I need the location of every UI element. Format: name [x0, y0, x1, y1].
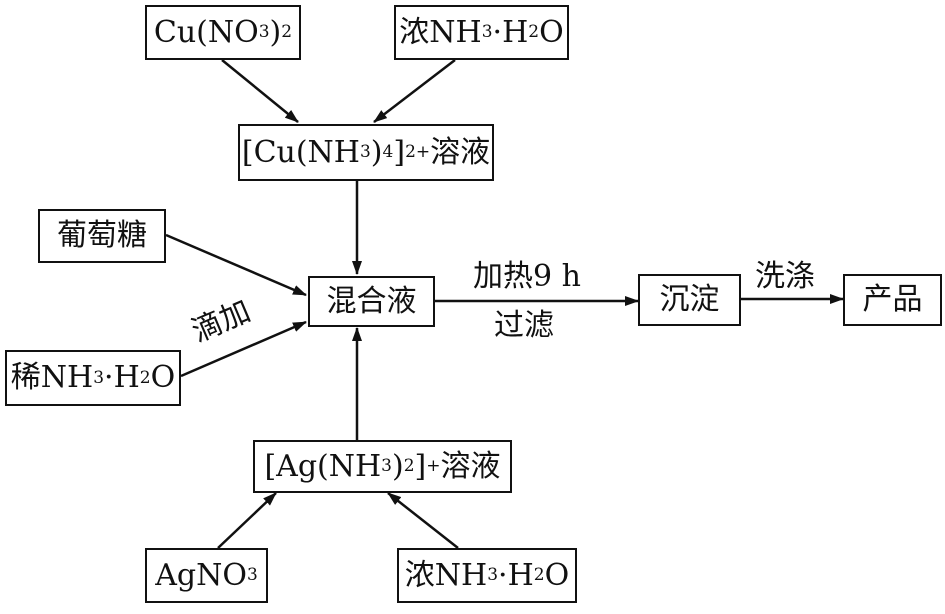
- node-text: ·H: [104, 360, 140, 395]
- node-text: 溶液: [440, 448, 501, 484]
- node-subscript: 3: [359, 142, 371, 162]
- node-text: O: [539, 14, 564, 50]
- node-text: 产品: [862, 282, 923, 317]
- node-mixture: 混合液: [308, 276, 435, 327]
- node-subscript: 3: [246, 565, 258, 585]
- node-text: ]: [393, 134, 406, 170]
- node-text: 浓NH: [399, 14, 482, 50]
- node-text: ): [392, 448, 404, 484]
- node-product: 产品: [843, 274, 942, 326]
- node-text: 浓NH: [404, 557, 488, 593]
- edge-label-filter: 过滤: [494, 308, 554, 343]
- node-subscript: 3: [481, 22, 493, 42]
- node-subscript: 2: [281, 22, 293, 42]
- arrow-ammonia-to-ag-complex: [387, 492, 459, 549]
- node-glucose: 葡萄糖: [38, 209, 166, 263]
- arrow-cu-nitrate-to-cu-complex: [221, 59, 299, 123]
- node-text: ): [370, 134, 383, 170]
- node-subscript: 3: [381, 456, 392, 476]
- node-text: ·H: [492, 14, 529, 50]
- node-text: ]: [414, 448, 427, 484]
- node-text: 溶液: [430, 134, 491, 170]
- node-subscript: 2: [139, 367, 151, 388]
- node-text: O: [544, 557, 570, 593]
- node-text: 沉淀: [659, 282, 720, 317]
- node-text: O: [150, 360, 176, 395]
- node-precipitate: 沉淀: [638, 274, 741, 326]
- node-text: ·H: [498, 557, 534, 593]
- node-text: 稀NH: [10, 360, 94, 395]
- arrow-silver-nitrate-to-ag-complex: [217, 492, 277, 549]
- node-text: Cu(NO: [153, 14, 259, 50]
- edge-label-heat: 加热9 h: [473, 259, 581, 294]
- arrow-ammonia-to-cu-complex: [373, 59, 456, 123]
- node-text: [Ag(NH: [264, 448, 382, 484]
- node-subscript: 2: [403, 456, 415, 476]
- arrow-dilute-ammonia-to-mixture: [180, 320, 307, 378]
- node-text: AgNO: [155, 557, 247, 593]
- node-text: ): [269, 14, 282, 50]
- node-text: 混合液: [326, 283, 417, 319]
- node-superscript: +: [426, 456, 441, 476]
- node-subscript: 2: [528, 22, 540, 42]
- node-superscript: 2+: [405, 142, 431, 162]
- node-text: 葡萄糖: [57, 218, 147, 253]
- node-subscript: 4: [382, 142, 394, 162]
- node-subscript: 3: [93, 367, 105, 388]
- node-subscript: 3: [258, 22, 270, 42]
- node-text: [Cu(NH: [241, 134, 360, 170]
- node-subscript: 2: [533, 565, 545, 585]
- edge-label-wash: 洗涤: [755, 259, 815, 294]
- node-subscript: 3: [487, 565, 499, 585]
- arrow-glucose-to-mixture: [165, 233, 307, 297]
